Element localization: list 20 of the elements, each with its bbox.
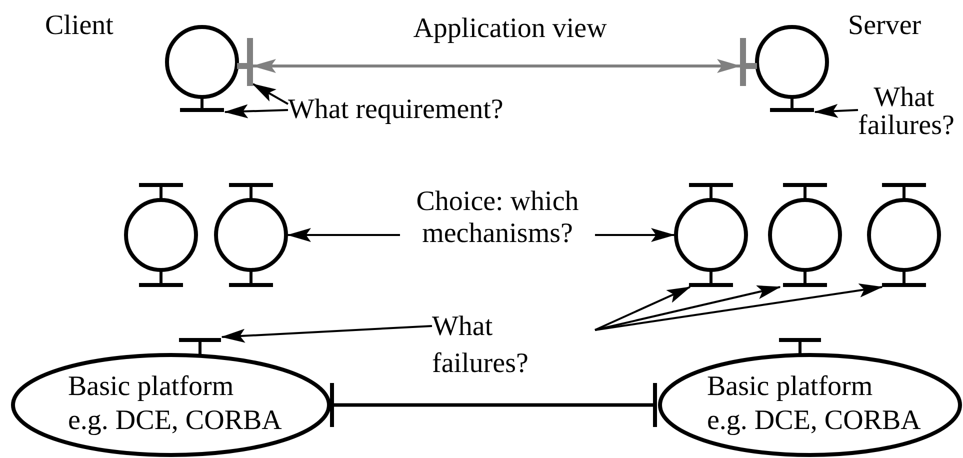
arrow [814, 104, 858, 118]
question-text: Choice: which mechanisms? [415, 186, 580, 250]
question-text: What requirement? [288, 93, 504, 127]
arrow [595, 228, 675, 242]
double-arrow [252, 59, 741, 73]
connector-line [330, 383, 657, 427]
question-text: What failures? [432, 310, 530, 381]
platform-title: Basic platform [707, 371, 873, 404]
arrow [594, 286, 691, 331]
role-label: Server [848, 10, 922, 42]
arrow [287, 228, 400, 242]
arrow [224, 104, 288, 118]
role-label: Client [45, 10, 114, 42]
platform-title: Basic platform [68, 371, 234, 404]
platform-examples: e.g. DCE, CORBA [68, 405, 282, 438]
platform-examples: e.g. DCE, CORBA [707, 405, 921, 438]
arrow [221, 325, 432, 343]
arrow [252, 83, 288, 105]
arrow [594, 285, 781, 331]
arrow [594, 283, 883, 331]
